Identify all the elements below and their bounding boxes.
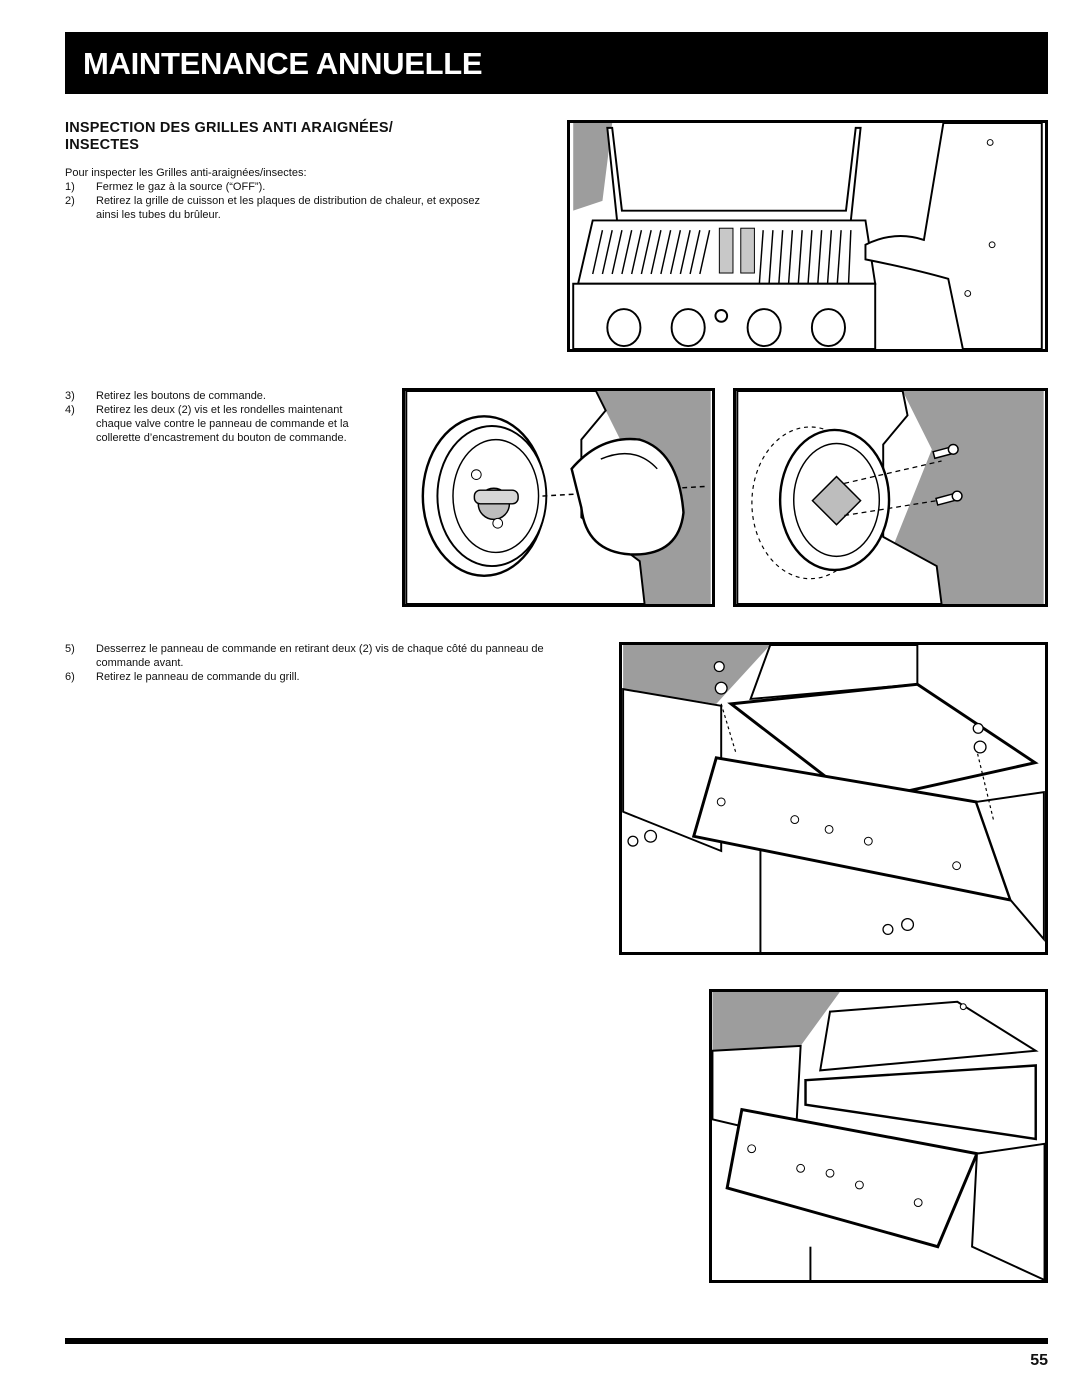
- figure-panel-screws: [619, 642, 1048, 955]
- step-3: 3) Retirez les boutons de commande.: [65, 389, 380, 403]
- figure-knob-removal: [402, 388, 715, 607]
- step-text: Retirez les deux (2) vis et les rondelle…: [96, 404, 349, 444]
- step-number: 1): [65, 181, 75, 193]
- step-number: 4): [65, 404, 75, 416]
- grill-open-illustration: [572, 123, 1043, 349]
- figure-grill-open: [567, 120, 1048, 352]
- step-text: Retirez la grille de cuisson et les plaq…: [96, 195, 481, 221]
- step-6: 6) Retirez le panneau de commande du gril…: [65, 670, 550, 684]
- step-text: Desserrez le panneau de commande en reti…: [96, 643, 544, 669]
- step-text: Retirez les boutons de commande.: [96, 390, 266, 402]
- step-text: Retirez le panneau de commande du grill.: [96, 671, 300, 683]
- steps-list-b: 3) Retirez les boutons de commande. 4) Ret…: [65, 389, 380, 445]
- step-1: 1) Fermez le gaz à la source (“OFF”).: [65, 180, 485, 194]
- intro-text: Pour inspecter les Grilles anti-araignée…: [65, 167, 307, 179]
- step-number: 5): [65, 643, 75, 655]
- section-title: INSPECTION DES GRILLES ANTI ARAIGNÉES/ I…: [65, 120, 535, 154]
- steps-list-c: 5) Desserrez le panneau de commande en re…: [65, 642, 550, 684]
- steps-list-a: 1) Fermez le gaz à la source (“OFF”). 2) R…: [65, 180, 485, 222]
- step-number: 3): [65, 390, 75, 402]
- header-bar: MAINTENANCE ANNUELLE: [65, 32, 1048, 94]
- knob-removal-illustration: [405, 391, 711, 604]
- footer-rule: [65, 1338, 1048, 1344]
- panel-removed-illustration: [712, 992, 1045, 1280]
- valve-screws-illustration: [736, 391, 1044, 604]
- section-title-line-2: INSECTES: [65, 137, 140, 153]
- panel-screws-illustration: [622, 645, 1045, 952]
- step-text: Fermez le gaz à la source (“OFF”).: [96, 181, 266, 193]
- step-4: 4) Retirez les deux (2) vis et les rondel…: [65, 403, 380, 445]
- page-number: 55: [1030, 1352, 1048, 1369]
- page-title: MAINTENANCE ANNUELLE: [83, 46, 483, 81]
- step-5: 5) Desserrez le panneau de commande en re…: [65, 642, 550, 670]
- section-title-line-1: INSPECTION DES GRILLES ANTI ARAIGNÉES/: [65, 120, 393, 136]
- figure-panel-removed: [709, 989, 1048, 1283]
- step-number: 6): [65, 671, 75, 683]
- step-2: 2) Retirez la grille de cuisson et les pl…: [65, 194, 485, 222]
- figure-valve-screws: [733, 388, 1048, 607]
- step-number: 2): [65, 195, 75, 207]
